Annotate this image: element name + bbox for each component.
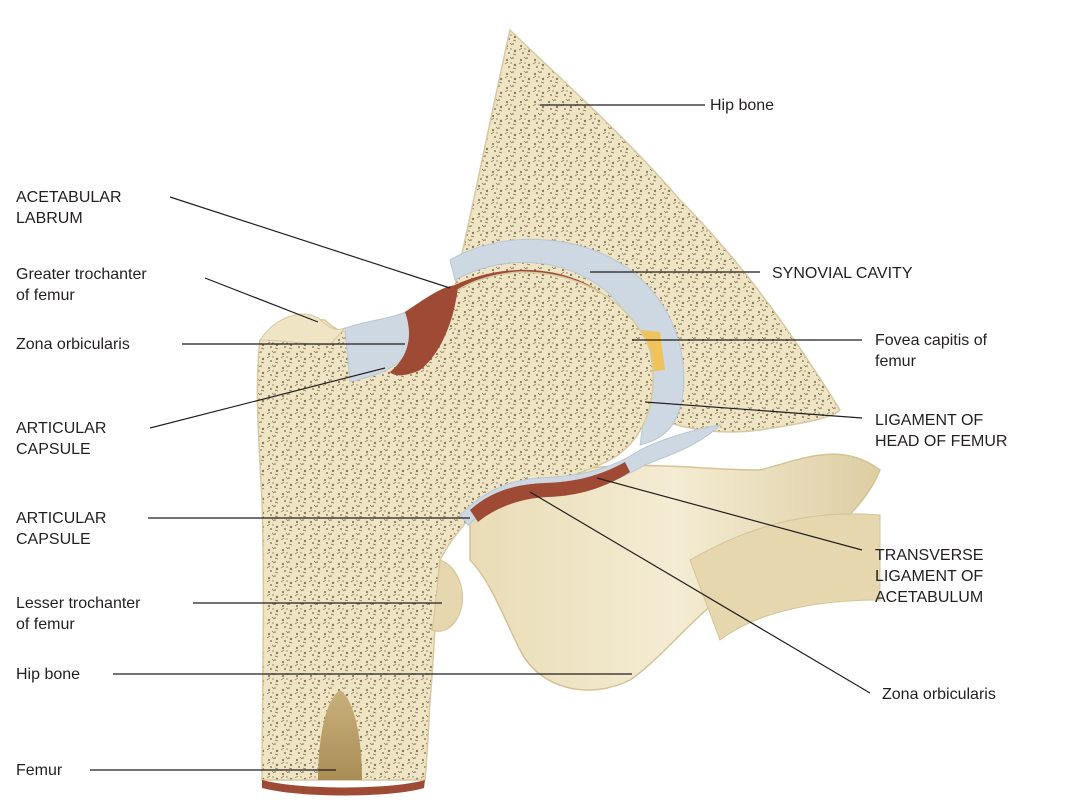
label-hip-bone-bottom: Hip bone	[16, 664, 80, 685]
label-hip-bone-top: Hip bone	[710, 95, 774, 116]
label-acetabular-labrum: ACETABULAR LABRUM	[16, 187, 122, 229]
label-greater-trochanter: Greater trochanter of femur	[16, 264, 147, 306]
greater-trochanter-tip	[260, 314, 345, 345]
label-ligament-head-femur: LIGAMENT OF HEAD OF FEMUR	[875, 410, 1007, 452]
label-fovea-capitis: Fovea capitis of femur	[875, 330, 987, 372]
label-transverse-ligament: TRANSVERSE LIGAMENT OF ACETABULUM	[875, 545, 983, 608]
label-articular-capsule-lower: ARTICULAR CAPSULE	[16, 508, 106, 550]
label-femur: Femur	[16, 760, 62, 781]
label-zona-orbicularis-left: Zona orbicularis	[16, 334, 130, 355]
label-zona-orbicularis-right: Zona orbicularis	[882, 684, 996, 705]
leader-acetabular-labrum	[170, 197, 450, 288]
label-synovial-cavity: SYNOVIAL CAVITY	[772, 263, 912, 284]
femur-cut-edge	[262, 780, 425, 796]
label-articular-capsule-upper: ARTICULAR CAPSULE	[16, 418, 106, 460]
leader-greater-trochanter	[205, 278, 318, 322]
label-lesser-trochanter: Lesser trochanter of femur	[16, 593, 141, 635]
